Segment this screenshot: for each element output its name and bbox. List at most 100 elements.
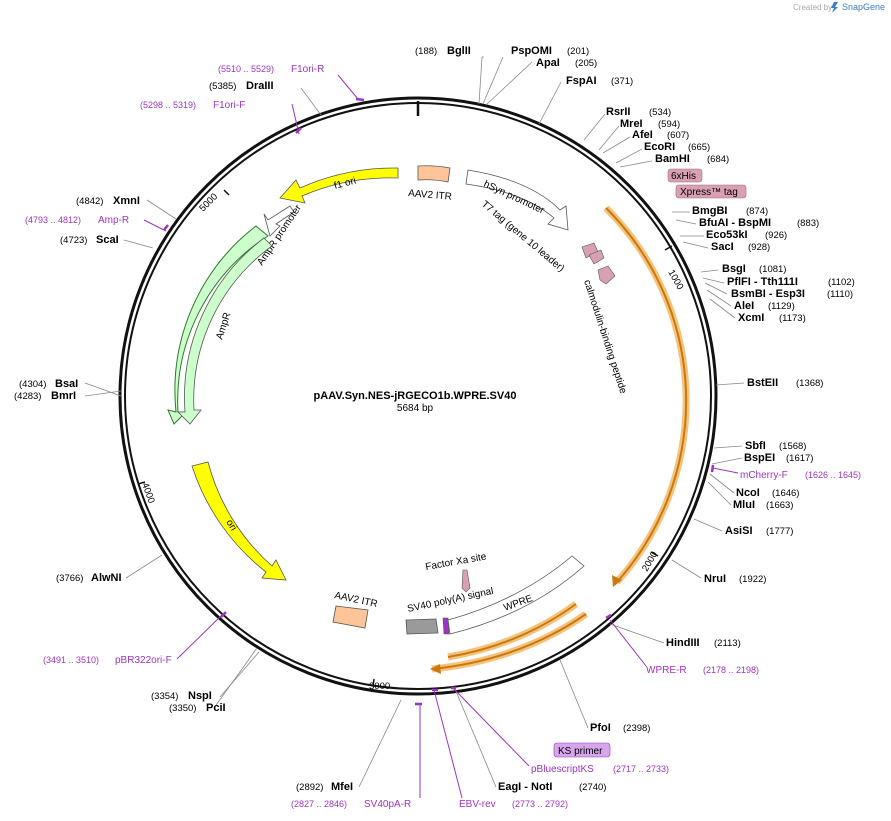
site-name-fspai[interactable]: FspAI [566,75,597,87]
site-name-rsrii[interactable]: RsrII [606,106,630,118]
site-name-mfei[interactable]: MfeI [331,781,353,793]
site-name-pfoi[interactable]: PfoI [590,722,611,734]
ampr-label: AmpR [214,311,233,341]
xpress-tag-arrow-icon [588,249,605,265]
site-pos-xmni: (4842) [76,196,103,207]
site-pos-ecori: (665) [688,142,710,153]
ori-feature [191,461,287,581]
sv40pa-feature [405,618,439,635]
site-name-pflfi[interactable]: PflFI - Tth111I [727,276,798,288]
credit-brand: SnapGene [842,2,885,12]
site-name-bglii[interactable]: BglII [447,45,471,57]
site-pos-asisi: (1777) [766,526,793,537]
site-name-sbfi[interactable]: SbfI [745,440,766,452]
site-name-pspomi[interactable]: PspOMI [511,45,552,57]
site-name-ecori[interactable]: EcoRI [644,141,675,153]
site-pos-pfoi: (2398) [623,723,650,734]
site-pos-ncoi: (1646) [772,488,799,499]
site-name-bmri[interactable]: BmrI [51,390,76,402]
site-name-xcmi[interactable]: XcmI [738,312,764,324]
tick-label-5000: 5000 [197,191,220,214]
site-name-bsgi[interactable]: BsgI [722,263,746,275]
site-name-saci[interactable]: SacI [711,241,734,253]
primer-name-pbluescriptks[interactable]: pBluescriptKS [531,764,594,775]
primer-pos-pbr322ori-f: (3491 .. 3510) [43,655,99,665]
site-name-draiii[interactable]: DraIII [246,80,274,92]
site-name-bsai[interactable]: BsaI [55,378,78,390]
site-pos-nrui: (1922) [739,574,766,585]
site-pos-bmri: (4283) [14,391,41,402]
site-pos-hindiii: (2113) [714,638,741,649]
site-pos-bsmbi: (1110) [827,289,853,300]
site-name-nspi[interactable]: NspI [188,690,212,702]
plasmid-length: 5684 bp [397,403,434,414]
site-name-bfuai[interactable]: BfuAI - BspMI [699,217,771,229]
calmodulin-label: calmodulin-binding peptide [581,279,628,396]
primer-name-wpre-r[interactable]: WPRE-R [646,665,687,676]
site-name-xmni[interactable]: XmnI [113,195,140,207]
site-pos-mrei: (594) [658,119,680,130]
site-name-nrui[interactable]: NruI [704,573,726,585]
insert-lower-arrow-1 [447,603,577,658]
primer-name-sv40pa-r[interactable]: SV40pA-R [364,799,411,810]
site-name-apai[interactable]: ApaI [536,57,560,69]
primer-name-pbr322ori-f[interactable]: pBR322ori-F [115,655,172,666]
site-name-alei[interactable]: AleI [734,300,754,312]
primer-name-amp-r[interactable]: Amp-R [98,215,129,226]
site-pos-mlui: (1663) [766,500,793,511]
site-pos-draiii: (5385) [209,81,236,92]
site-pos-eco53ki: (926) [765,230,787,241]
xpress-tag-label: Xpress™ tag [680,187,738,198]
site-pos-nspi: (3354) [151,691,178,702]
primer-name-mcherry-f[interactable]: mCherry-F [740,470,788,481]
site-pos-eagi-noti: (2740) [579,782,606,793]
insert-lower-arrow-2 [431,613,587,670]
site-pos-alei: (1129) [768,301,795,312]
ampr-feature [177,237,273,425]
site-name-pcii[interactable]: PciI [206,702,226,714]
site-pos-bamhi: (684) [707,154,729,165]
site-leader-lines [84,56,745,788]
ori-label: ori [223,518,238,533]
site-pos-saci: (928) [748,242,770,253]
snapgene-logo-icon [831,2,838,13]
itr-bottom-feature [332,605,369,629]
wpre-feature [447,555,585,635]
site-pos-pflfi: (1102) [828,277,855,288]
site-name-bsmbi[interactable]: BsmBI - Esp3I [731,288,805,300]
site-name-hindiii[interactable]: HindIII [666,637,700,649]
site-name-mrei[interactable]: MreI [620,118,643,130]
primer-name-f1ori-r[interactable]: F1ori-R [291,64,324,75]
plasmid-name: pAAV.Syn.NES-jRGECO1b.WPRE.SV40 [314,390,517,402]
site-name-asisi[interactable]: AsiSI [725,525,753,537]
hsyn-promoter-feature [465,169,569,231]
primer-name-ebv-rev[interactable]: EBV-rev [459,799,496,810]
site-name-eco53ki[interactable]: Eco53kI [706,229,748,241]
insert-arrow-arc [605,207,688,583]
site-name-bamhi[interactable]: BamHI [655,153,690,165]
primer-pos-pbluescriptks: (2717 .. 2733) [613,764,669,774]
primer-pos-f1ori-r: (5510 .. 5529) [218,64,274,74]
site-name-mlui[interactable]: MluI [733,499,755,511]
site-name-alwni[interactable]: AlwNI [91,572,122,584]
site-pos-rsrii: (534) [649,107,671,118]
site-name-ncoi[interactable]: NcoI [736,487,760,499]
site-name-afei[interactable]: AfeI [632,129,653,141]
site-pos-afei: (607) [667,130,689,141]
site-pos-pcii: (3350) [169,703,196,714]
site-name-bspei[interactable]: BspEI [744,452,775,464]
tick-label-3000: 3000 [369,681,390,692]
site-name-bsteii[interactable]: BstEII [747,377,778,389]
site-pos-bsteii: (1368) [796,378,823,389]
site-name-scai[interactable]: ScaI [96,234,119,246]
site-name-eagi-noti[interactable]: EagI - NotI [498,781,552,793]
insert-arrow-head-icon [612,575,622,587]
primer-leader-lines [143,74,739,799]
site-pos-bmgbi: (874) [746,206,768,217]
credit-prefix: Created by [793,3,832,12]
site-pos-xcmi: (1173) [779,313,806,324]
his-tag-label: 6xHis [671,171,696,182]
site-name-bmgbi[interactable]: BmgBI [692,205,727,217]
primer-name-f1ori-f[interactable]: F1ori-F [213,100,245,111]
ks-primer-label[interactable]: KS primer [558,746,603,757]
